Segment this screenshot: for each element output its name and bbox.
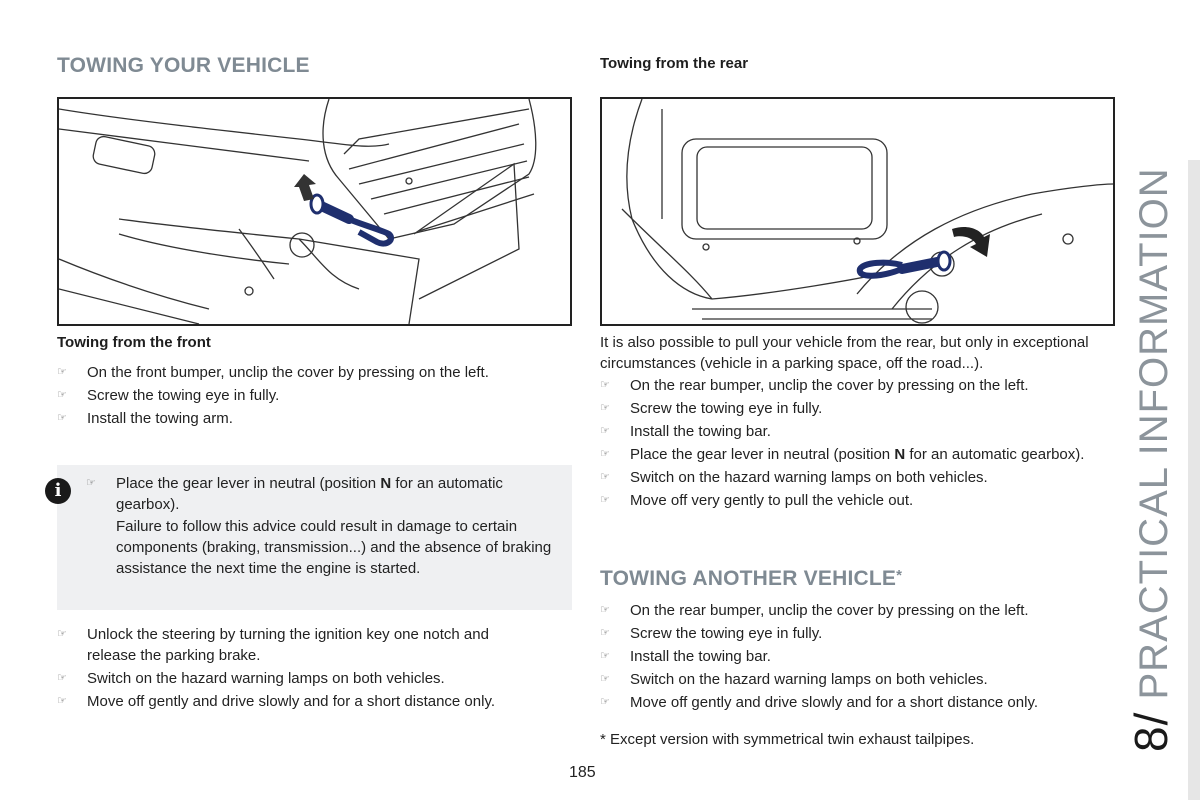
towing-another-title: TOWING ANOTHER VEHICLE* bbox=[600, 567, 903, 590]
list-item: ☞On the front bumper, unclip the cover b… bbox=[57, 364, 489, 381]
list-item: ☞Place the gear lever in neutral (positi… bbox=[600, 446, 1085, 463]
list-item: ☞On the rear bumper, unclip the cover by… bbox=[600, 377, 1029, 394]
list-item: ☞Move off very gently to pull the vehicl… bbox=[600, 492, 914, 509]
front-bumper-drawing bbox=[59, 99, 537, 324]
pointing-hand-icon: ☞ bbox=[600, 402, 610, 414]
pointing-hand-icon: ☞ bbox=[600, 471, 610, 483]
press-arrow-icon bbox=[952, 226, 990, 257]
pointing-hand-icon: ☞ bbox=[57, 366, 67, 378]
rear-bumper-drawing bbox=[621, 99, 1113, 324]
rear-intro: It is also possible to pull your vehicle… bbox=[600, 334, 1089, 372]
pointing-hand-icon: ☞ bbox=[600, 425, 610, 437]
pointing-hand-icon: ☞ bbox=[57, 389, 67, 401]
rear-towing-illustration bbox=[600, 97, 1115, 326]
front-towing-illustration bbox=[57, 97, 572, 326]
list-item: ☞Screw the towing eye in fully. bbox=[600, 400, 823, 417]
pointing-hand-icon: ☞ bbox=[600, 673, 610, 685]
caution-warning-text: Failure to follow this advice could resu… bbox=[116, 518, 552, 577]
pointing-hand-icon: ☞ bbox=[600, 650, 610, 662]
caution-note-content: ☞Place the gear lever in neutral (positi… bbox=[86, 473, 556, 517]
info-icon: i bbox=[45, 478, 71, 504]
front-steps: ☞On the front bumper, unclip the cover b… bbox=[57, 362, 557, 431]
list-item: ☞Switch on the hazard warning lamps on b… bbox=[57, 670, 445, 687]
list-item: ☞Screw the towing eye in fully. bbox=[600, 625, 823, 642]
towing-another-steps: ☞On the rear bumper, unclip the cover by… bbox=[600, 600, 1100, 715]
chapter-tab bbox=[1188, 160, 1200, 800]
front-steps-continued: ☞Unlock the steering by turning the igni… bbox=[57, 624, 537, 714]
list-item: ☞Screw the towing eye in fully. bbox=[57, 387, 280, 404]
list-item: ☞Install the towing arm. bbox=[57, 410, 233, 427]
pointing-hand-icon: ☞ bbox=[600, 627, 610, 639]
pointing-hand-icon: ☞ bbox=[600, 448, 610, 460]
list-item: ☞Switch on the hazard warning lamps on b… bbox=[600, 469, 988, 486]
chapter-title: 8/ PRACTICAL INFORMATION bbox=[1125, 167, 1177, 752]
page-number: 185 bbox=[569, 764, 596, 781]
footnote: * Except version with symmetrical twin e… bbox=[600, 731, 975, 748]
pointing-hand-icon: ☞ bbox=[600, 379, 610, 391]
list-item: ☞Move off gently and drive slowly and fo… bbox=[600, 694, 1038, 711]
list-item: ☞Install the towing bar. bbox=[600, 423, 771, 440]
pointing-hand-icon: ☞ bbox=[57, 628, 67, 640]
front-subheading: Towing from the front bbox=[57, 334, 211, 351]
pointing-hand-icon: ☞ bbox=[600, 494, 610, 506]
pointing-hand-icon: ☞ bbox=[86, 477, 96, 489]
pointing-hand-icon: ☞ bbox=[600, 696, 610, 708]
pointing-hand-icon: ☞ bbox=[57, 672, 67, 684]
rear-subheading: Towing from the rear bbox=[600, 55, 749, 72]
list-item: ☞Place the gear lever in neutral (positi… bbox=[86, 475, 503, 513]
list-item: ☞On the rear bumper, unclip the cover by… bbox=[600, 602, 1029, 619]
rear-steps: ☞On the rear bumper, unclip the cover by… bbox=[600, 375, 1100, 513]
pointing-hand-icon: ☞ bbox=[57, 412, 67, 424]
list-item: ☞Switch on the hazard warning lamps on b… bbox=[600, 671, 988, 688]
list-item: ☞Install the towing bar. bbox=[600, 648, 771, 665]
towing-eye-icon bbox=[856, 250, 952, 279]
pointing-hand-icon: ☞ bbox=[600, 604, 610, 616]
press-arrow-icon bbox=[294, 174, 316, 201]
list-item: ☞Move off gently and drive slowly and fo… bbox=[57, 693, 495, 710]
caution-note bbox=[57, 465, 572, 610]
pointing-hand-icon: ☞ bbox=[57, 695, 67, 707]
list-item: ☞Unlock the steering by turning the igni… bbox=[57, 626, 489, 664]
towing-eye-icon bbox=[309, 193, 394, 247]
section-title: TOWING YOUR VEHICLE bbox=[57, 54, 310, 77]
